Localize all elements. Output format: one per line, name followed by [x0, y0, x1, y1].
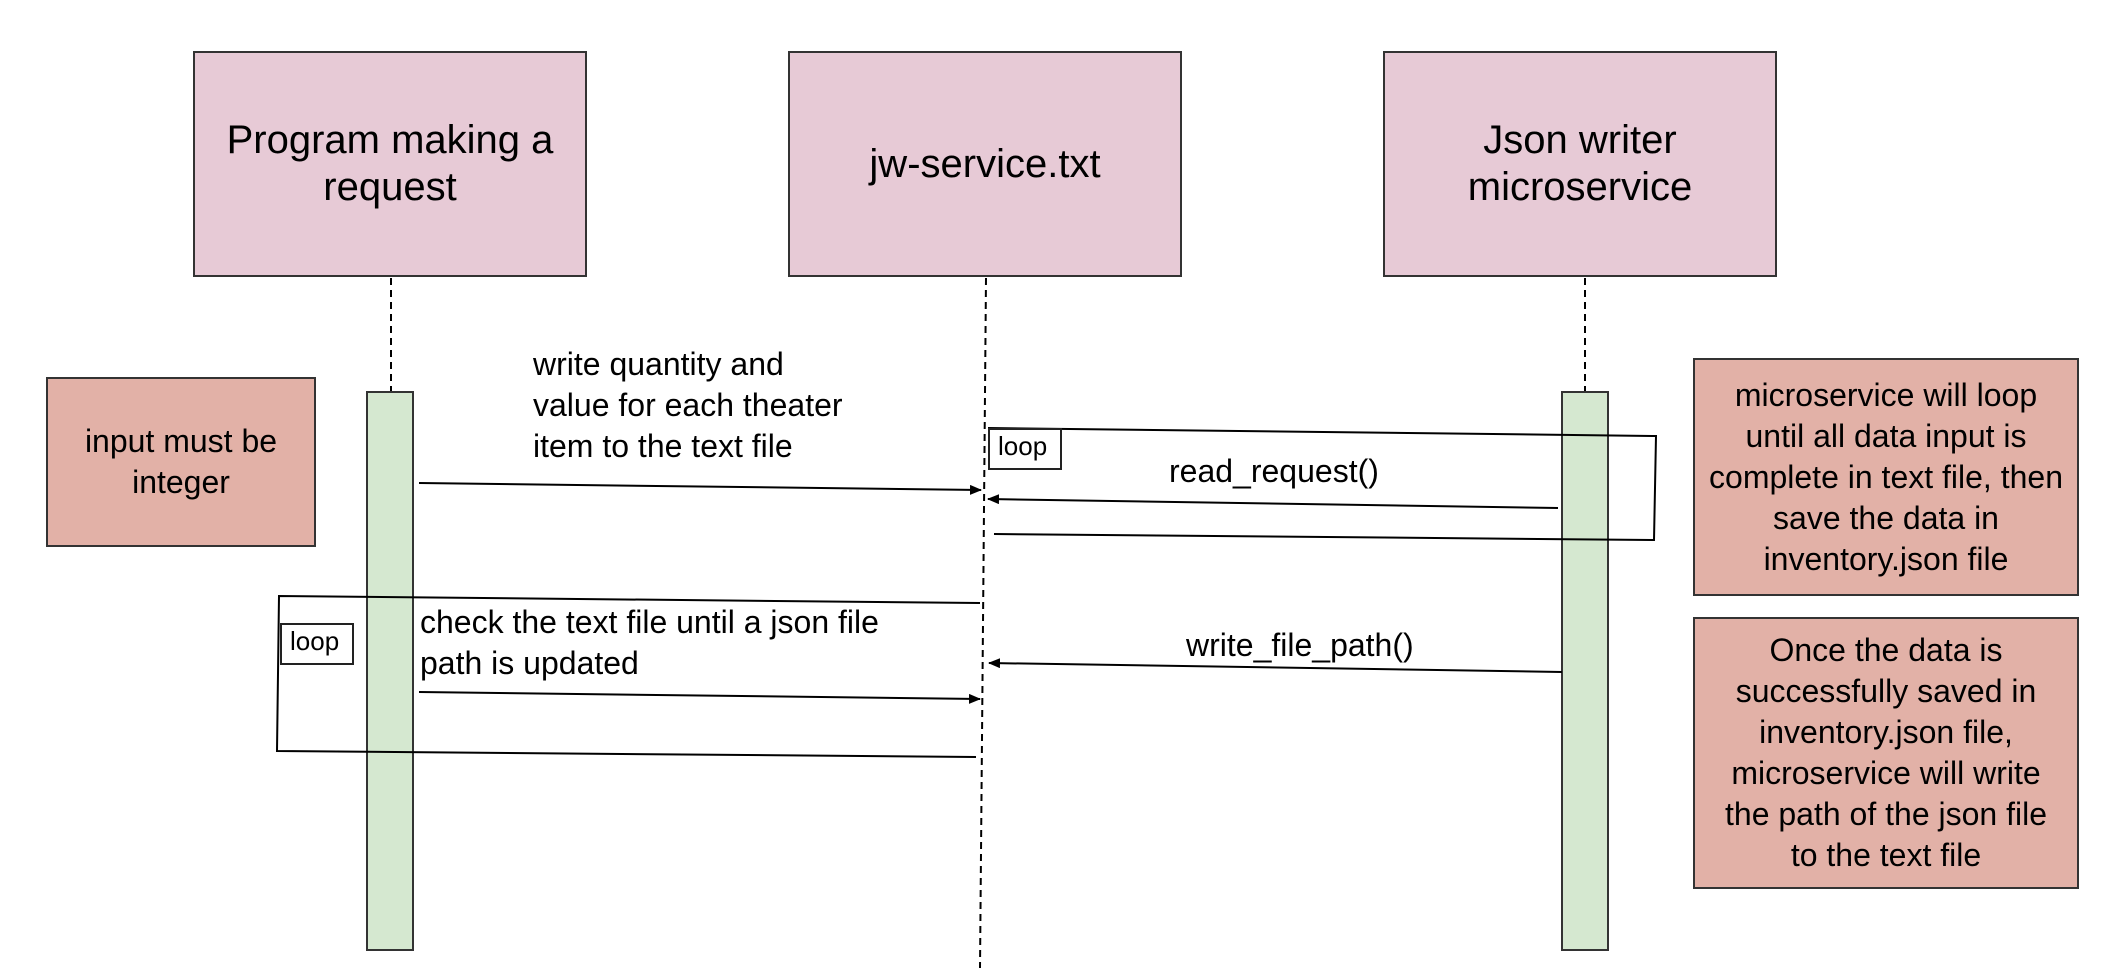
arrow-write-file-path: [988, 658, 1563, 673]
arrow-write-quantity: [418, 482, 982, 495]
participant-program: Program making a request: [193, 51, 587, 277]
note-loop-until-complete-text: microservice will loop until all data in…: [1709, 376, 2063, 577]
label-check-text-file: check the text file until a json file pa…: [420, 604, 879, 681]
arrow-read-request: [987, 494, 1559, 509]
activation-bar-microservice: [1561, 391, 1609, 951]
activation-bar-program: [366, 391, 414, 951]
note-input-integer: input must be integer: [46, 377, 316, 547]
loop-frame-program: [275, 594, 981, 758]
lifeline-text-file: [979, 277, 987, 969]
participant-microservice-label: Json writer microservice: [1467, 118, 1693, 209]
participant-microservice: Json writer microservice: [1383, 51, 1777, 277]
note-write-path-text: Once the data is successfully saved in i…: [1725, 632, 2047, 873]
label-write-file-path: write_file_path(): [1186, 627, 1414, 663]
loop-tag-program: loop: [280, 623, 354, 665]
note-write-path: Once the data is successfully saved in i…: [1693, 617, 2079, 889]
loop-tag-microservice: loop: [988, 428, 1062, 470]
participant-program-label: Program making a request: [226, 118, 554, 209]
note-loop-until-complete: microservice will loop until all data in…: [1693, 358, 2079, 596]
label-write-quantity: write quantity and value for each theate…: [533, 346, 843, 464]
label-read-request: read_request(): [1169, 453, 1379, 489]
note-input-integer-text: input must be integer: [84, 423, 278, 500]
arrow-check-text-file: [418, 691, 981, 704]
participant-text-file-label: jw-service.txt: [869, 141, 1101, 186]
loop-frame-microservice: [987, 427, 1658, 542]
participant-text-file: jw-service.txt: [788, 51, 1182, 277]
